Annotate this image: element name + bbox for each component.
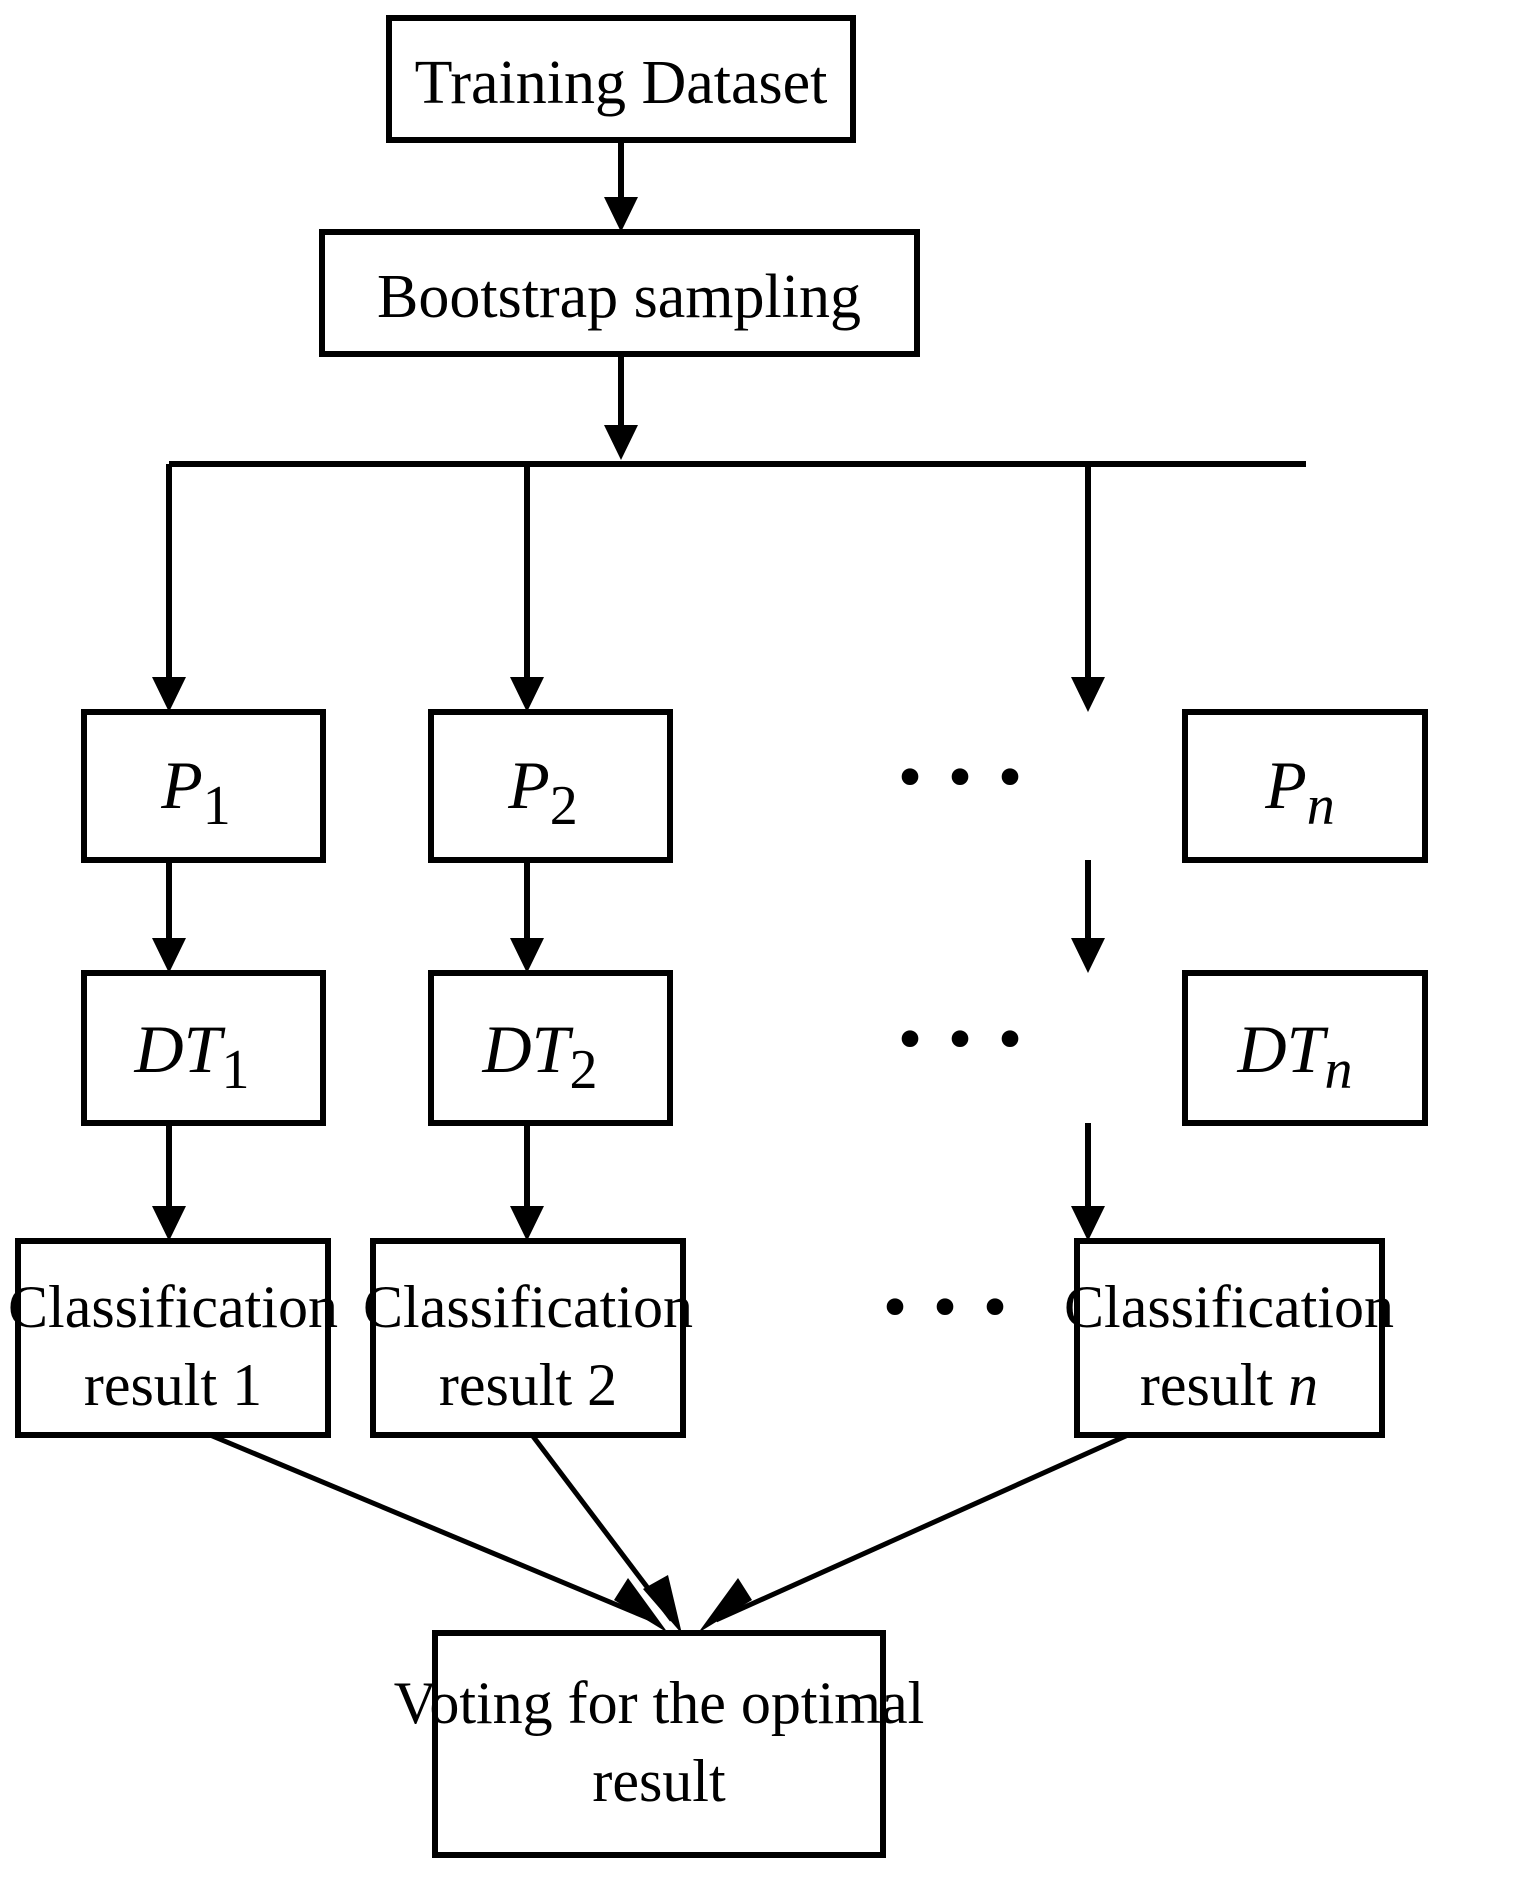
node-result-1[interactable] [15, 1238, 331, 1438]
node-result-1-line2: result 1 [84, 1352, 262, 1418]
arrowhead-bus-to-pn [1071, 677, 1105, 712]
node-pn-subscript: n [1307, 775, 1335, 837]
node-result-n-line2-prefix: result [1140, 1352, 1288, 1418]
node-p2-label: P2 [507, 747, 578, 837]
node-dt2-label: DT2 [482, 1011, 598, 1101]
arrowhead-pn-to-dtn [1071, 938, 1105, 973]
arrowhead-p1-to-dt1 [152, 938, 186, 973]
arrowhead-result2-to-voting [643, 1575, 682, 1634]
node-dtn-base: DT [1237, 1011, 1329, 1087]
arrowhead-resultn-to-voting [698, 1578, 752, 1633]
node-p2-base: P [507, 747, 550, 823]
node-result-n[interactable] [1074, 1238, 1385, 1438]
node-pn-label: Pn [1264, 747, 1335, 837]
arrowhead-bus-to-p2 [510, 677, 544, 712]
node-result-1-line1: Classification [8, 1274, 338, 1340]
node-result-n-line2: result n [1140, 1352, 1318, 1418]
node-result-2-line1: Classification [363, 1274, 693, 1340]
node-dt2[interactable] [428, 970, 673, 1126]
node-dt2-subscript: 2 [569, 1039, 597, 1101]
ellipsis-result-row: • • • [883, 1269, 1012, 1346]
node-voting-line2: result [592, 1748, 726, 1814]
node-voting-line1: Voting for the optimal [394, 1670, 925, 1736]
node-dtn-label: DTn [1237, 1011, 1353, 1101]
edge-resultn-to-voting [714, 1432, 1130, 1623]
node-dtn-subscript: n [1324, 1039, 1352, 1101]
arrowhead-dt1-to-result1 [152, 1206, 186, 1241]
arrowhead-bus-to-p1 [152, 677, 186, 712]
node-result-2[interactable] [370, 1238, 686, 1438]
node-dt1[interactable] [81, 970, 326, 1126]
node-p1-subscript: 1 [203, 775, 231, 837]
arrowhead-result1-to-voting [614, 1578, 668, 1633]
node-bootstrap-sampling-label: Bootstrap sampling [377, 263, 861, 331]
edge-result1-to-voting [209, 1432, 654, 1623]
node-p1-base: P [160, 747, 203, 823]
node-dt2-base: DT [482, 1011, 574, 1087]
node-dt1-base: DT [134, 1011, 226, 1087]
node-voting[interactable] [432, 1630, 886, 1858]
arrowhead-training-to-bootstrap [604, 197, 638, 232]
node-p2-subscript: 2 [550, 775, 578, 837]
node-training-dataset-label: Training Dataset [415, 49, 828, 117]
arrowhead-bootstrap-to-bus [604, 425, 638, 460]
node-bootstrap-sampling[interactable] [319, 229, 920, 357]
ellipsis-p-row: • • • [898, 739, 1027, 816]
node-training-dataset[interactable] [386, 15, 856, 143]
node-p1-label: P1 [160, 747, 231, 837]
node-dt1-subscript: 1 [221, 1039, 249, 1101]
arrowhead-p2-to-dt2 [510, 938, 544, 973]
node-dtn[interactable] [1182, 970, 1428, 1126]
node-result-2-line2: result 2 [439, 1352, 617, 1418]
arrowhead-dt2-to-result2 [510, 1206, 544, 1241]
node-result-n-line2-italic: n [1288, 1352, 1318, 1418]
node-p2[interactable] [428, 709, 673, 863]
node-dt1-label: DT1 [134, 1011, 250, 1101]
node-p1[interactable] [81, 709, 326, 863]
node-pn-base: P [1264, 747, 1307, 823]
arrowhead-dtn-to-resultn [1071, 1206, 1105, 1241]
ellipsis-dt-row: • • • [898, 1001, 1027, 1078]
node-pn[interactable] [1182, 709, 1428, 863]
node-result-n-line1: Classification [1064, 1274, 1394, 1340]
